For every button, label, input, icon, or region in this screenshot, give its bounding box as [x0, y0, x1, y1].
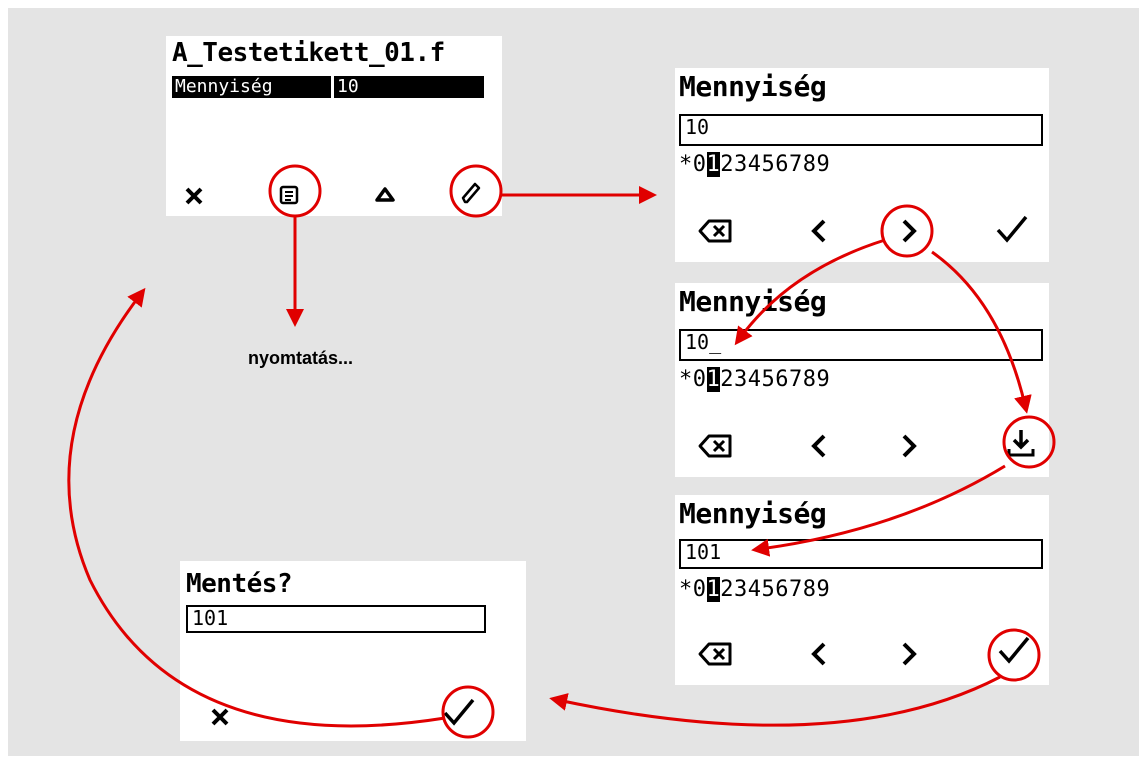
arrow-to-value — [751, 464, 1006, 557]
main-screen: A_Testetikett_01.f Mennyiség 10 — [166, 36, 502, 216]
save-title: Mentés? — [186, 569, 293, 599]
highlight-circle-right — [880, 204, 934, 258]
digit-selector[interactable]: *0123456789 — [679, 152, 830, 177]
save-value-field: 101 — [186, 605, 486, 633]
highlight-circle-print — [268, 164, 322, 218]
check-icon[interactable] — [997, 635, 1031, 665]
quantity-field-value: 10 — [331, 76, 359, 98]
left-icon[interactable] — [808, 641, 830, 667]
close-icon[interactable] — [184, 186, 204, 206]
arrow-to-save — [549, 675, 1001, 727]
digit-selector-after: 23456789 — [720, 577, 831, 602]
edit-icon[interactable] — [459, 180, 483, 206]
digit-selector-before: *0 — [679, 577, 707, 602]
digit-selected: 1 — [706, 577, 721, 602]
close-icon[interactable] — [210, 707, 230, 727]
quantity-input[interactable]: 10 — [679, 114, 1043, 146]
backspace-icon[interactable] — [697, 218, 733, 244]
edit-title: Mennyiség — [679, 285, 827, 318]
right-icon[interactable] — [898, 433, 920, 459]
highlight-circle-insert — [1002, 415, 1056, 469]
check-icon[interactable] — [442, 697, 476, 727]
up-icon[interactable] — [374, 186, 396, 204]
arrow-to-insert — [931, 250, 1032, 414]
quantity-field-row[interactable] — [172, 76, 484, 98]
backspace-icon[interactable] — [697, 641, 733, 667]
edit-screen-2: Mennyiség 10_ *0123456789 — [675, 283, 1049, 477]
digit-selected: 1 — [706, 152, 721, 177]
edit-title: Mennyiség — [679, 497, 827, 530]
insert-icon[interactable] — [1005, 427, 1037, 459]
check-icon[interactable] — [995, 214, 1029, 244]
left-icon[interactable] — [808, 433, 830, 459]
label-title: A_Testetikett_01.f — [172, 38, 445, 68]
digit-selected: 1 — [706, 367, 721, 392]
digit-selector[interactable]: *0123456789 — [679, 367, 830, 392]
quantity-field-label: Mennyiség — [175, 76, 273, 97]
edit-screen-1: Mennyiség 10 *0123456789 — [675, 68, 1049, 262]
digit-selector[interactable]: *0123456789 — [679, 577, 830, 602]
highlight-circle-confirm — [987, 628, 1041, 682]
highlight-circle-save — [441, 685, 495, 739]
right-icon[interactable] — [898, 641, 920, 667]
arrow-back-to-main — [67, 287, 446, 728]
digit-selector-after: 23456789 — [720, 367, 831, 392]
digit-selector-before: *0 — [679, 367, 707, 392]
digit-selector-after: 23456789 — [720, 152, 831, 177]
quantity-input[interactable]: 101 — [679, 539, 1043, 569]
digit-selector-before: *0 — [679, 152, 707, 177]
edit-title: Mennyiség — [679, 70, 827, 103]
right-icon[interactable] — [898, 218, 920, 244]
backspace-icon[interactable] — [697, 433, 733, 459]
highlight-circle-edit — [449, 164, 503, 218]
left-icon[interactable] — [808, 218, 830, 244]
arrow-to-cursor — [734, 238, 886, 346]
print-icon[interactable] — [278, 184, 300, 206]
print-status-label: nyomtatás... — [248, 348, 354, 368]
save-screen: Mentés? 101 — [180, 561, 526, 741]
